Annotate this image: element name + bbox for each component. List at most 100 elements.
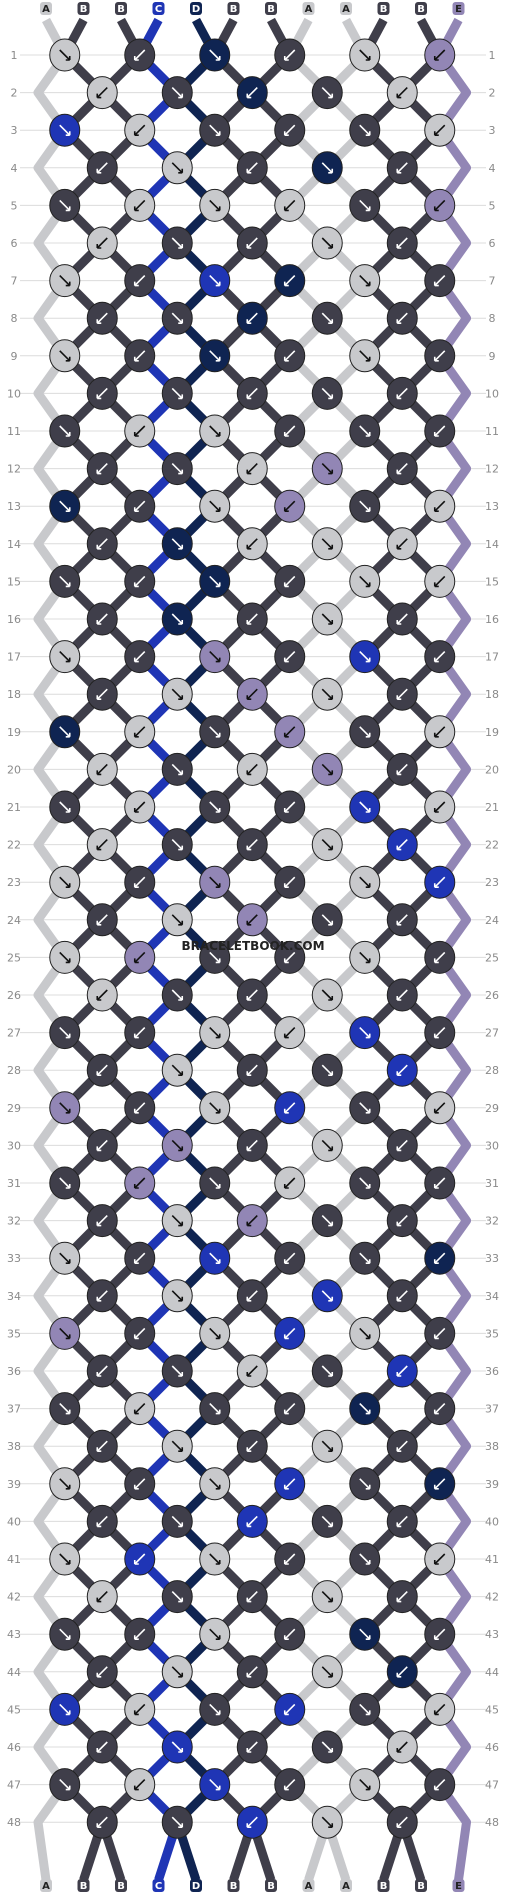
knot-arrow-icon <box>209 1177 221 1189</box>
knot <box>86 452 118 486</box>
knot-arrow-icon <box>96 613 108 625</box>
knot-arrow-icon <box>284 651 296 663</box>
knot-arrowhead-icon <box>433 808 439 813</box>
knot-arrowhead-icon <box>365 958 371 964</box>
knot-arrow-icon <box>59 199 71 211</box>
knot-arrowhead-icon <box>283 958 289 964</box>
knot-arrow-icon <box>171 613 183 625</box>
knot <box>161 452 193 486</box>
knot-arrow-icon <box>171 312 183 324</box>
column-label-bottom: A <box>340 1879 352 1892</box>
column-swatch <box>152 1879 165 1892</box>
knot-arrowhead-icon <box>433 1184 439 1189</box>
knot-arrowhead-icon <box>283 432 289 437</box>
knot <box>124 1768 156 1802</box>
knot <box>386 301 418 335</box>
knot <box>49 489 81 523</box>
knot-arrowhead-icon <box>328 695 334 700</box>
knot-arrow-icon <box>209 1703 221 1715</box>
knot <box>86 1730 118 1764</box>
knot-arrow-icon <box>246 613 258 625</box>
knot-arrow-icon <box>134 1478 146 1490</box>
column-letter: C <box>155 4 162 15</box>
knot <box>49 865 81 899</box>
knot-arrowhead-icon <box>365 1484 371 1490</box>
knot-arrow-icon <box>246 1741 258 1753</box>
knot <box>349 339 381 373</box>
row-number-left: 30 <box>7 1139 21 1152</box>
knot-arrow-icon <box>59 726 71 738</box>
knot-arrowhead-icon <box>65 1259 71 1264</box>
knot <box>199 489 231 523</box>
knot <box>236 602 268 636</box>
column-letter: B <box>80 4 88 15</box>
knot-arrowhead-icon <box>433 732 439 738</box>
knot-arrow-icon <box>396 914 408 926</box>
knot <box>199 1392 231 1426</box>
knot <box>311 1805 343 1839</box>
knot-arrow-icon <box>396 162 408 174</box>
knot-arrowhead-icon <box>328 469 334 475</box>
knot-arrowhead-icon <box>283 206 289 212</box>
row-number-left: 27 <box>7 1027 21 1040</box>
knot <box>236 978 268 1012</box>
knot-arrowhead-icon <box>246 1071 252 1076</box>
knot-arrow-icon <box>321 1666 333 1678</box>
knot-arrowhead-icon <box>283 1484 289 1490</box>
knot-arrow-icon <box>171 989 183 1001</box>
knot <box>424 865 456 899</box>
knot-arrowhead-icon <box>65 883 71 888</box>
knot-arrow-icon <box>134 1102 146 1114</box>
knot-arrow-icon <box>396 1515 408 1527</box>
knot-arrow-icon <box>321 1515 333 1527</box>
column-letter: C <box>155 1881 162 1892</box>
knot-arrow-icon <box>246 463 258 475</box>
knot <box>349 188 381 222</box>
column-swatch <box>77 1879 90 1892</box>
knot-arrow-icon <box>96 989 108 1001</box>
knot-arrowhead-icon <box>96 1447 102 1452</box>
knot-arrowhead-icon <box>215 1334 221 1340</box>
knot-arrowhead-icon <box>365 808 371 813</box>
knot <box>86 978 118 1012</box>
knot-arrowhead-icon <box>246 1672 252 1678</box>
knot-arrowhead-icon <box>96 1071 102 1076</box>
knot <box>349 113 381 147</box>
knot <box>311 1128 343 1162</box>
knot-arrow-icon <box>246 763 258 775</box>
knot-arrowhead-icon <box>396 1146 402 1152</box>
knot-arrow-icon <box>171 1741 183 1753</box>
knot-arrowhead-icon <box>133 1334 139 1340</box>
row-number-right: 6 <box>489 237 496 250</box>
knot <box>124 1617 156 1651</box>
knot <box>124 1467 156 1501</box>
knot <box>274 414 306 448</box>
knot-arrowhead-icon <box>283 883 289 888</box>
knot-arrow-icon <box>134 1403 146 1415</box>
knot-arrowhead-icon <box>246 168 252 174</box>
knot <box>311 76 343 110</box>
knot-arrowhead-icon <box>178 1672 184 1678</box>
knot-arrowhead-icon <box>96 1597 102 1603</box>
knot <box>49 790 81 824</box>
knot <box>311 1730 343 1764</box>
knot <box>124 1316 156 1350</box>
knot <box>86 1580 118 1614</box>
knot-arrow-icon <box>209 49 221 61</box>
knot-arrow-icon <box>434 801 446 813</box>
knot-arrow-icon <box>209 1102 221 1114</box>
knot <box>386 1128 418 1162</box>
knot <box>386 1655 418 1689</box>
knot-arrow-icon <box>284 1327 296 1339</box>
knot-arrowhead-icon <box>328 1372 334 1377</box>
knot-arrow-icon <box>396 688 408 700</box>
knot <box>424 188 456 222</box>
knot <box>311 752 343 786</box>
knot-arrowhead-icon <box>215 1560 221 1565</box>
knot-arrowhead-icon <box>65 1409 71 1415</box>
knot-arrow-icon <box>359 651 371 663</box>
knot <box>311 1279 343 1313</box>
knot <box>349 1768 381 1802</box>
knot-arrow-icon <box>284 801 296 813</box>
knot-arrow-icon <box>359 951 371 963</box>
